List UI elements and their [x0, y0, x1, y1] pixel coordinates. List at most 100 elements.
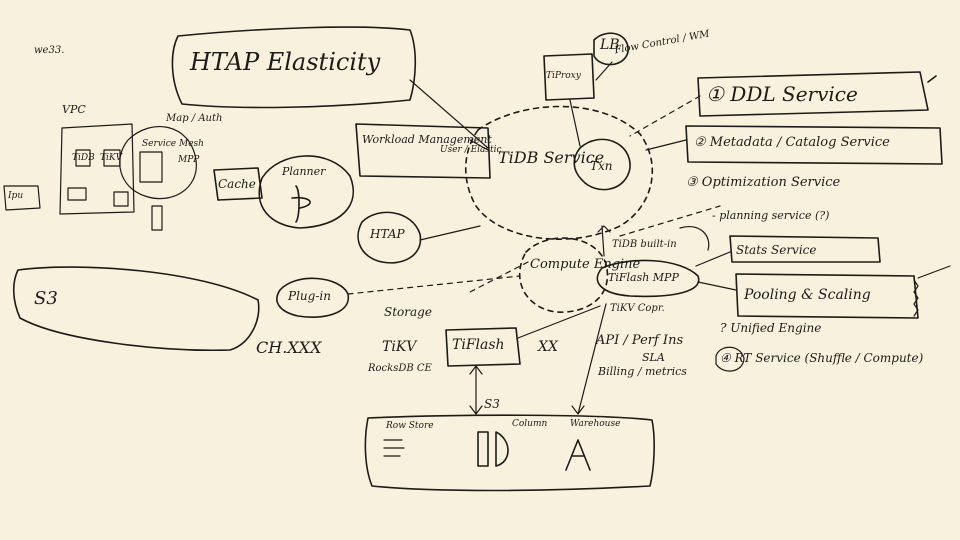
planner-shape [258, 155, 355, 229]
mpp-label: MPP [178, 155, 200, 165]
workload-side-label: User / Elastic [440, 145, 502, 155]
tidb-to-workload [469, 139, 489, 151]
pooling-box [735, 273, 919, 319]
tikv-label: TiKV [382, 339, 417, 355]
storage-label: Storage [384, 305, 432, 319]
service-mesh-box [139, 151, 163, 183]
small-stand [151, 205, 163, 231]
compute-engine-circle [518, 237, 609, 313]
web3-label: we33. [34, 45, 65, 56]
plugin-to-compute [347, 275, 521, 295]
txn-circle [573, 138, 631, 191]
vpc-label: VPC [62, 103, 86, 116]
tiproxy-label: TiProxy [546, 71, 581, 81]
tidb-service-oval [464, 105, 654, 240]
planner-inner [291, 185, 311, 223]
pooling-zigzag [913, 279, 919, 317]
api-label: API / Perf Ins [596, 333, 684, 348]
planning-service-label: - planning service (?) [712, 209, 830, 222]
row-store-label: Row Store [386, 421, 434, 431]
storage-box [364, 414, 655, 492]
ipu-label: Ipu [8, 191, 24, 201]
vpc-box [59, 123, 135, 215]
compute-to-warehouse [571, 303, 607, 415]
tiflash-mpp-oval [596, 259, 700, 298]
sla-label: SLA [642, 351, 665, 364]
xx-label: XX [538, 339, 558, 355]
metadata-box [685, 125, 943, 165]
rt-circle [715, 346, 745, 372]
map-auth-label: Map / Auth [166, 113, 223, 124]
s3-bottom-label: S3 [484, 397, 500, 411]
cache-label: Cache [218, 177, 256, 191]
pooling-label: Pooling & Scaling [744, 287, 871, 303]
planner-label: Planner [282, 165, 326, 178]
workload-box [355, 123, 491, 179]
bottom-right-dashed [619, 205, 721, 237]
stats-service-label: Stats Service [736, 243, 817, 257]
tidb-builtin-label: TiDB built-in [612, 239, 677, 250]
workload-label: Workload Management [362, 133, 492, 146]
tidb-left-link [419, 225, 481, 241]
lb-circle [593, 32, 629, 66]
vpc-node-3 [67, 187, 87, 201]
ddl-box [697, 71, 929, 117]
warehouse-glyph [565, 439, 591, 471]
elasticity-label: HTAP Elasticity [190, 48, 381, 76]
ch-xxx-label: CH.XXX [256, 338, 322, 357]
service-mesh-label: Service Mesh [142, 139, 204, 149]
elasticity-box [171, 26, 417, 109]
tidb-to-compute [597, 225, 611, 257]
s3-left-label: S3 [34, 288, 58, 309]
rt-service-label: ④ RT Service (Shuffle / Compute) [720, 351, 924, 365]
service-mesh-circle [119, 126, 197, 200]
lb-label: LB [600, 37, 620, 53]
stats-to-mpp [695, 251, 731, 267]
ddl-check [927, 75, 937, 83]
compute-dashed-left [469, 261, 529, 293]
vpc-node-1 [75, 149, 91, 167]
tidb-service-label: TiDB Service [498, 148, 605, 167]
tidb-small-label: TiDB [72, 153, 95, 163]
column-label: Column [512, 419, 548, 429]
rocksdb-label: RocksDB CE [368, 363, 432, 374]
warehouse-label: Warehouse [570, 419, 621, 429]
s3-shape [12, 266, 260, 352]
tiproxy-to-txn [569, 99, 581, 147]
txn-label: Txn [590, 159, 613, 173]
compute-to-tiflash [517, 305, 601, 339]
flowcontrol-line [595, 61, 613, 81]
unified-engine-label: ? Unified Engine [720, 321, 822, 335]
tiflash-label: TiFlash [452, 337, 505, 353]
cache-box [213, 167, 263, 201]
tikv-small-label: TiKV [100, 153, 123, 163]
row-store-lines [383, 439, 405, 457]
tidb-builtin-bracket [679, 226, 710, 251]
pooling-to-right [917, 265, 951, 279]
plugin-circle [276, 277, 349, 318]
tiflash-to-storage [469, 365, 483, 415]
plugin-label: Plug-in [288, 289, 331, 303]
tiproxy-box [543, 53, 595, 101]
ddl-service-label: ① DDL Service [706, 82, 858, 106]
htap-label: HTAP [370, 227, 405, 241]
billing-label: Billing / metrics [598, 365, 687, 378]
mpp-to-pooling [697, 281, 737, 291]
tiflash-box [445, 327, 521, 367]
column-glyph [477, 431, 509, 467]
ipu-box [3, 185, 41, 211]
ddl-to-tidb [629, 95, 701, 137]
optimization-service-label: ③ Optimization Service [686, 175, 841, 190]
vpc-node-2 [103, 149, 121, 167]
compute-engine-label: Compute Engine [530, 257, 641, 272]
tiflash-mpp-label: TiFlash MPP [608, 271, 679, 284]
metadata-service-label: ② Metadata / Catalog Service [694, 135, 890, 150]
htap-circle [357, 211, 422, 264]
elasticity-to-tidb [409, 79, 489, 149]
metadata-to-tidb [645, 139, 687, 151]
tikv-copr-label: TiKV Copr. [610, 303, 665, 314]
vpc-node-4 [113, 191, 129, 207]
stats-box [729, 235, 881, 263]
